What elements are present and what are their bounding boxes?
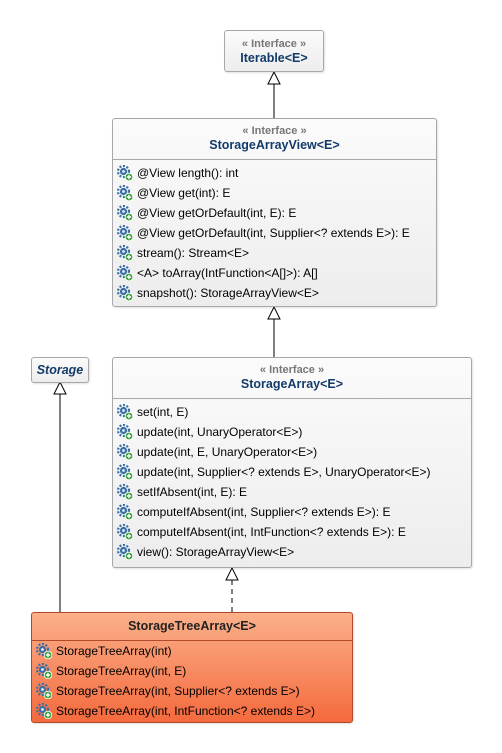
member-row[interactable]: StorageTreeArray(int, E) <box>32 661 352 681</box>
member-row[interactable]: setIfAbsent(int, E): E <box>113 482 471 502</box>
storage-array-interface-box[interactable]: « Interface » StorageArray<E> set(int, E… <box>112 357 472 568</box>
iterable-title: Iterable<E> <box>240 51 308 65</box>
public-method-icon <box>117 524 133 540</box>
member-signature: <A> toArray(IntFunction<A[]>): A[] <box>137 266 318 280</box>
member-signature: stream(): Stream<E> <box>137 246 250 260</box>
member-signature: @View get(int): E <box>137 186 231 200</box>
iterable-stereotype: « Interface » <box>241 38 307 50</box>
member-signature: snapshot(): StorageArrayView<E> <box>137 286 319 300</box>
member-row[interactable]: update(int, E, UnaryOperator<E>) <box>113 442 471 462</box>
public-method-icon <box>117 265 133 281</box>
public-method-icon <box>117 544 133 560</box>
public-method-icon <box>117 245 133 261</box>
public-method-icon <box>117 464 133 480</box>
storage-array-view-divider <box>113 159 436 160</box>
member-signature: update(int, Supplier<? extends E>, Unary… <box>137 465 431 479</box>
member-row[interactable]: @View getOrDefault(int, Supplier<? exten… <box>113 223 436 243</box>
iterable-interface-box[interactable]: « Interface » Iterable<E> <box>224 30 324 72</box>
storage-title: Storage <box>36 363 84 377</box>
storage-tree-array-class-box[interactable]: StorageTreeArray<E> StorageTreeArray(int… <box>31 612 353 723</box>
member-row[interactable]: computeIfAbsent(int, IntFunction<? exten… <box>113 522 471 542</box>
storage-array-members: set(int, E) update(int, UnaryOperator<E>)… <box>113 399 471 562</box>
member-row[interactable]: computeIfAbsent(int, Supplier<? extends … <box>113 502 471 522</box>
public-method-icon <box>36 683 52 699</box>
member-row[interactable]: <A> toArray(IntFunction<A[]>): A[] <box>113 263 436 283</box>
storage-tree-array-header: StorageTreeArray<E> <box>32 613 352 640</box>
member-signature: StorageTreeArray(int, Supplier<? extends… <box>56 684 300 698</box>
public-method-icon <box>117 285 133 301</box>
storage-array-view-header: « Interface » StorageArrayView<E> <box>113 119 436 159</box>
member-signature: computeIfAbsent(int, Supplier<? extends … <box>137 505 391 519</box>
public-method-icon <box>117 504 133 520</box>
public-method-icon <box>36 703 52 719</box>
member-row[interactable]: stream(): Stream<E> <box>113 243 436 263</box>
storage-array-stereotype: « Interface » <box>259 364 325 376</box>
storage-array-view-title: StorageArrayView<E> <box>209 138 340 152</box>
public-method-icon <box>117 484 133 500</box>
storage-header: Storage <box>32 358 88 378</box>
member-row[interactable]: view(): StorageArrayView<E> <box>113 542 471 562</box>
member-row[interactable]: StorageTreeArray(int, IntFunction<? exte… <box>32 701 352 721</box>
public-method-icon <box>117 165 133 181</box>
member-row[interactable]: StorageTreeArray(int, Supplier<? extends… <box>32 681 352 701</box>
storage-interface-box[interactable]: Storage <box>31 357 89 383</box>
public-method-icon <box>117 185 133 201</box>
edge-view-extends-iterable <box>267 70 281 118</box>
storage-tree-array-divider <box>32 640 352 641</box>
public-method-icon <box>117 444 133 460</box>
storage-array-header: « Interface » StorageArray<E> <box>113 358 471 398</box>
storage-array-view-interface-box[interactable]: « Interface » StorageArrayView<E> @View … <box>112 118 437 307</box>
member-signature: @View getOrDefault(int, Supplier<? exten… <box>137 226 410 240</box>
storage-tree-array-title: StorageTreeArray<E> <box>128 619 256 633</box>
edge-array-extends-view <box>267 305 281 357</box>
public-method-icon <box>117 404 133 420</box>
member-row[interactable]: @View get(int): E <box>113 183 436 203</box>
member-signature: update(int, E, UnaryOperator<E>) <box>137 445 318 459</box>
member-signature: StorageTreeArray(int, IntFunction<? exte… <box>56 704 316 718</box>
member-signature: view(): StorageArrayView<E> <box>137 545 295 559</box>
edge-tree-implements-array <box>225 566 239 612</box>
member-signature: StorageTreeArray(int, E) <box>56 664 187 678</box>
member-row[interactable]: @View getOrDefault(int, E): E <box>113 203 436 223</box>
public-method-icon <box>117 225 133 241</box>
member-signature: update(int, UnaryOperator<E>) <box>137 425 303 439</box>
member-signature: StorageTreeArray(int) <box>56 644 172 658</box>
storage-array-view-stereotype: « Interface » <box>242 125 307 137</box>
iterable-header: « Interface » Iterable<E> <box>225 31 323 66</box>
edge-tree-extends-storage <box>53 380 67 612</box>
member-row[interactable]: snapshot(): StorageArrayView<E> <box>113 283 436 303</box>
storage-array-title: StorageArray<E> <box>240 377 344 391</box>
member-signature: computeIfAbsent(int, IntFunction<? exten… <box>137 525 406 539</box>
member-signature: @View length(): int <box>137 166 239 180</box>
public-method-icon <box>117 424 133 440</box>
storage-array-view-members: @View length(): int @View get(int): E @Vie… <box>113 160 436 303</box>
member-signature: @View getOrDefault(int, E): E <box>137 206 297 220</box>
member-row[interactable]: update(int, UnaryOperator<E>) <box>113 422 471 442</box>
storage-tree-array-members: StorageTreeArray(int) StorageTreeArray(in… <box>32 641 352 721</box>
member-row[interactable]: set(int, E) <box>113 402 471 422</box>
member-row[interactable]: update(int, Supplier<? extends E>, Unary… <box>113 462 471 482</box>
member-signature: setIfAbsent(int, E): E <box>137 485 248 499</box>
member-signature: set(int, E) <box>137 405 189 419</box>
member-row[interactable]: @View length(): int <box>113 163 436 183</box>
storage-array-divider <box>113 398 471 399</box>
public-method-icon <box>36 643 52 659</box>
public-method-icon <box>36 663 52 679</box>
public-method-icon <box>117 205 133 221</box>
member-row[interactable]: StorageTreeArray(int) <box>32 641 352 661</box>
